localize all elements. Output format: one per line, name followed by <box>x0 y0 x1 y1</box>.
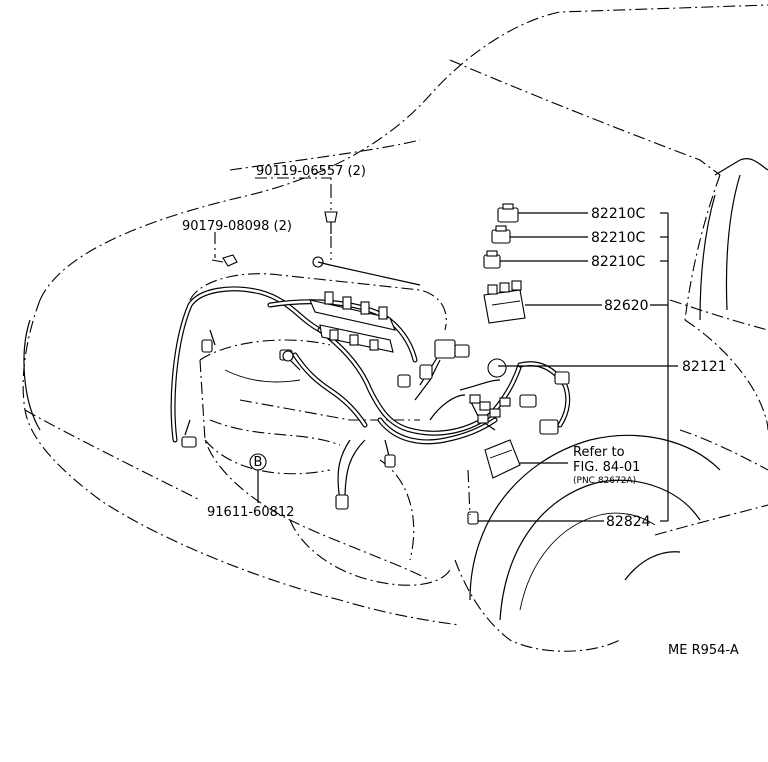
relay-block-label: 82620 <box>604 298 649 314</box>
relay-3-label: 82210C <box>591 254 646 270</box>
engine-block <box>189 273 451 586</box>
clamp-label: 91611-60812 <box>207 505 294 520</box>
bolt-part <box>324 186 338 260</box>
connector-cluster <box>469 394 511 424</box>
refer-pnc-label: (PNC 82672A) <box>573 476 636 486</box>
relay-2-part <box>491 225 511 244</box>
refer-to-label: Refer to <box>573 445 625 460</box>
ecu-box-part <box>484 439 521 479</box>
refer-fig-label: FIG. 84-01 <box>573 460 640 475</box>
car-body-outline <box>22 4 768 652</box>
wire-harness-label: 82121 <box>682 359 727 375</box>
relay-1-part <box>497 203 519 223</box>
sensor-part <box>467 469 479 525</box>
figure-id: ME R954-A <box>668 643 739 658</box>
clamp-mark-label: B <box>254 455 263 470</box>
nut-label: 90179-08098 (2) <box>182 219 292 234</box>
leader-lines <box>214 177 678 522</box>
relay-2-label: 82210C <box>591 230 646 246</box>
relay-block-part <box>483 280 526 324</box>
clamp-b-part: B <box>249 453 267 503</box>
sensor-label: 82824 <box>606 514 651 530</box>
bolt-label: 90119-06557 (2) <box>256 164 366 179</box>
relay-1-label: 82210C <box>591 206 646 222</box>
wire-harness <box>170 256 571 510</box>
relay-3-part <box>483 250 501 269</box>
nut-part <box>211 254 238 267</box>
